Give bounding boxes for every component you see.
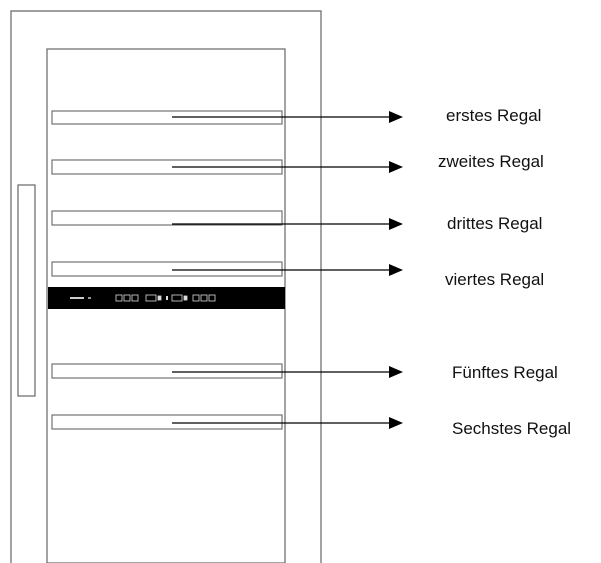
- arrow-2-head: [389, 161, 403, 173]
- arrow-3-head: [389, 218, 403, 230]
- control-panel-logo: [70, 297, 84, 299]
- shelf-label-1: erstes Regal: [446, 106, 542, 125]
- shelf-3: [51, 210, 283, 226]
- cabinet-outer-frame: [10, 10, 322, 563]
- divider-icon: [166, 296, 168, 300]
- arrow-6-head: [389, 417, 403, 429]
- shelf-label-3: drittes Regal: [447, 214, 543, 233]
- light-button-icon: [145, 294, 162, 302]
- temperature-display-icon: [115, 294, 139, 302]
- door-handle: [17, 184, 36, 397]
- shelf-4: [51, 261, 283, 277]
- shelf-label-5: Fünftes Regal: [452, 363, 558, 382]
- arrow-5-head: [389, 366, 403, 378]
- shelf-6: [51, 414, 283, 430]
- arrow-4-head: [389, 264, 403, 276]
- settings-buttons-icon: [192, 294, 216, 302]
- shelf-5: [51, 363, 283, 379]
- shelf-label-2: zweites Regal: [438, 152, 544, 171]
- arrow-1-head: [389, 111, 403, 123]
- control-panel-logo-dot: [88, 297, 91, 299]
- control-panel: [48, 287, 285, 309]
- shelf-label-6: Sechstes Regal: [452, 419, 572, 438]
- lock-button-icon: [171, 294, 188, 302]
- pointer-arrows: [172, 111, 403, 429]
- shelf-label-4: viertes Regal: [445, 270, 545, 289]
